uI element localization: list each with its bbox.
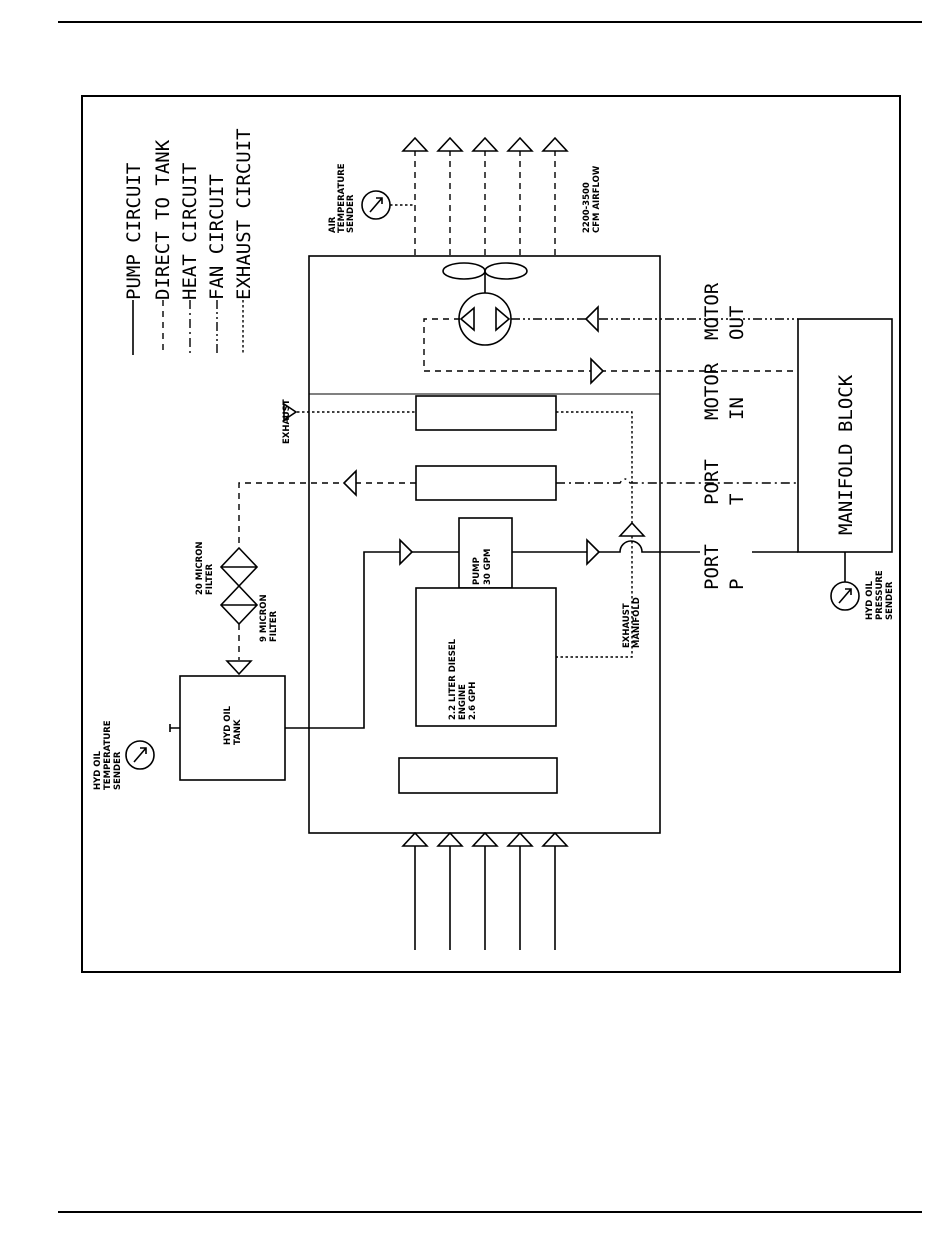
hyd-pressure-label-2: PRESSURE — [875, 570, 885, 620]
motor-in-label-2: IN — [726, 397, 748, 420]
engine-label-3: 2.6 GPH — [468, 682, 478, 720]
hyd-pressure-sender-icon — [830, 581, 860, 611]
micron20-label-1: 20 MICRON — [195, 541, 205, 595]
pump-pressure-line — [512, 540, 700, 553]
exhaust-manifold-label-2: MANIFOLD — [632, 597, 642, 648]
hyd-temp-label-1: HYD OIL — [93, 750, 103, 790]
direct-to-tank-line — [238, 482, 416, 548]
air-temp-label-2: TEMPERATURE — [337, 163, 347, 233]
fan-motor-icon — [458, 292, 512, 346]
engine-label-1: 2.2 LITER DIESEL — [448, 638, 458, 720]
manifold-block-label: MANIFOLD BLOCK — [835, 374, 857, 535]
legend-heat-label: HEAT CIRCUIT — [179, 163, 201, 300]
port-t-label-2: T — [726, 494, 748, 505]
port-t-label-1: PORT — [701, 459, 723, 505]
hyd-pressure-label-1: HYD OIL — [865, 580, 875, 620]
exhaust-manifold-label-1: EXHAUST — [622, 603, 632, 648]
fan-arrow-out — [584, 305, 599, 333]
port-p-label-2: P — [726, 579, 748, 590]
airflow-label-1: 2200-3500 — [582, 182, 592, 233]
legend-direct-label: DIRECT TO TANK — [152, 139, 174, 300]
engine-label-2: ENGINE — [458, 684, 468, 720]
diagram-frame — [81, 95, 901, 973]
air-inlet-arrows — [401, 831, 569, 950]
exhaust-manifold-arrow — [618, 521, 646, 537]
pump-suction-arrow — [399, 538, 414, 566]
diesel-engine-box — [415, 587, 557, 727]
exhaust-arrow — [283, 402, 298, 422]
direct-tank-arrow — [342, 469, 357, 497]
motor-out-label-2: OUT — [726, 306, 748, 340]
pump-label-2: 30 GPM — [483, 549, 493, 585]
air-temp-label-3: SENDER — [346, 194, 356, 233]
fan-return-line — [423, 318, 798, 372]
tank-port — [169, 724, 180, 732]
hyd-oil-tank — [179, 675, 286, 781]
motor-in-label-1: MOTOR — [701, 362, 723, 420]
micron20-label-2: FILTER — [205, 563, 215, 595]
hyd-tank-label-1: HYD OIL — [223, 705, 233, 745]
hyd-pressure-label-3: SENDER — [885, 581, 895, 620]
pump-box — [458, 517, 513, 589]
hyd-tank-label-2: TANK — [233, 719, 243, 745]
legend: PUMP CIRCUIT DIRECT TO TANK HEAT CIRCUIT… — [123, 128, 255, 355]
hyd-temp-sender-icon — [125, 740, 155, 770]
legend-exhaust-label: EXHAUST CIRCUIT — [233, 128, 255, 300]
micron9-label-2: FILTER — [269, 610, 279, 642]
airflow-label-2: CFM AIRFLOW — [592, 165, 602, 233]
air-temperature-sender — [361, 190, 415, 220]
exhaust-muffler-box — [415, 395, 557, 431]
motor-out-label-1: MOTOR — [701, 282, 723, 340]
micron9-label-1: 9 MICRON — [259, 594, 269, 642]
hyd-temp-label-2: TEMPERATURE — [103, 720, 113, 790]
hyd-temp-label-3: SENDER — [113, 751, 123, 790]
air-temp-label-1: AIR — [328, 216, 338, 233]
filter-9-micron-icon — [219, 584, 259, 626]
legend-fan-label: FAN CIRCUIT — [206, 174, 228, 300]
filter-20-micron-icon — [219, 546, 259, 588]
heat-return-line — [556, 478, 798, 484]
legend-pump-label: PUMP CIRCUIT — [123, 163, 145, 300]
oil-cooler-box — [415, 465, 557, 501]
fan-arrow-in — [590, 357, 605, 385]
manifold-block — [797, 318, 893, 553]
port-p-label-1: PORT — [701, 544, 723, 590]
pump-label-1: PUMP — [472, 557, 482, 585]
pump-pressure-arrow — [586, 538, 601, 566]
airflow-outlet-arrows — [401, 136, 569, 256]
tank-inlet-arrow — [225, 660, 253, 676]
exhaust-label: EXHAUST — [282, 399, 292, 444]
bottom-component-box — [398, 757, 558, 794]
fan-icon — [442, 262, 528, 298]
